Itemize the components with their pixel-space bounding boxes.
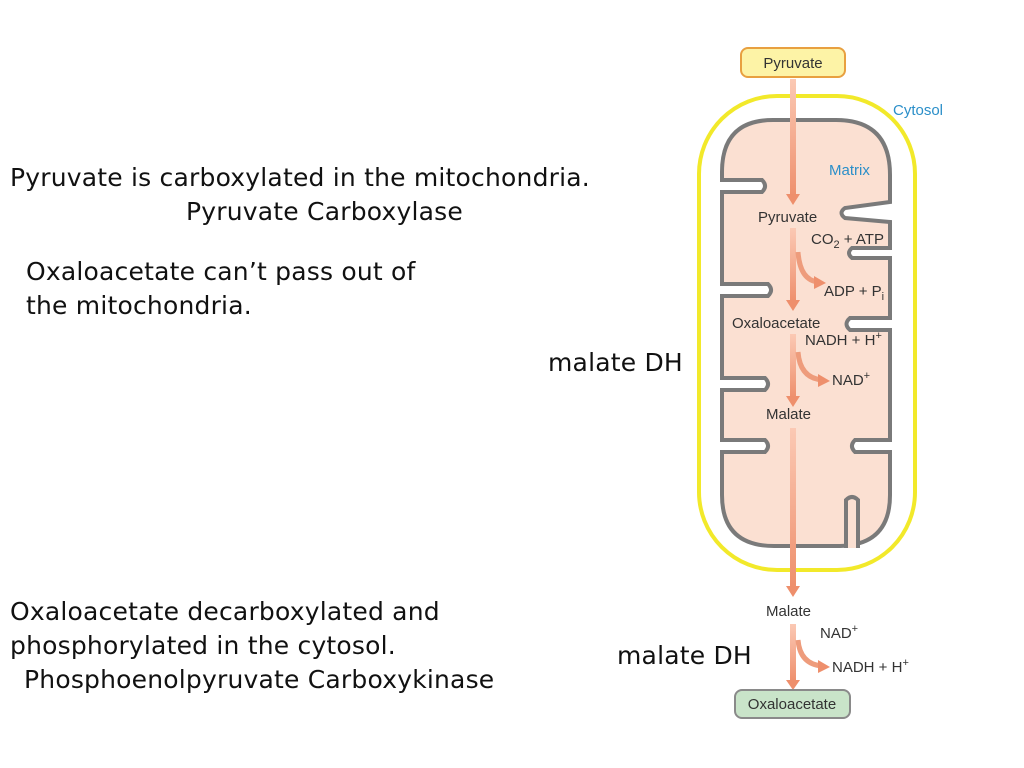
enzyme-pepck: Phosphoenolpyruvate Carboxykinase: [24, 665, 495, 694]
pyruvate-box: [740, 47, 846, 78]
statement-oxaloacetate-line1: Oxaloacetate can’t pass out of: [26, 257, 416, 286]
statement-decarboxylated-line2: phosphorylated in the cytosol.: [10, 631, 396, 660]
arrow-shaft-2: [790, 228, 796, 302]
branch-arrowhead-1: [814, 276, 826, 289]
arrow-shaft-5: [790, 624, 796, 682]
arrow-head-1: [786, 194, 800, 205]
statement-decarboxylated-line1: Oxaloacetate decarboxylated and: [10, 597, 440, 626]
arrow-shaft-3: [790, 334, 796, 398]
oxaloacetate-box: [734, 689, 851, 719]
oxaloacetate-inner-label: Oxaloacetate: [732, 315, 820, 332]
co2-atp-label: CO2 + ATP: [811, 231, 884, 251]
branch-arrowhead-3: [818, 660, 830, 673]
arrow-shaft-4: [790, 428, 796, 588]
pyruvate-inner-label: Pyruvate: [758, 209, 817, 226]
oxaloacetate-box-label: Oxaloacetate: [748, 696, 836, 713]
nad-matrix-label: NAD+: [832, 370, 870, 389]
matrix-label: Matrix: [829, 162, 870, 179]
arrow-head-3: [786, 396, 800, 407]
arrow-shaft-1: [790, 79, 796, 197]
arrow-head-4: [786, 586, 800, 597]
nadh-matrix-label: NADH + H+: [805, 330, 882, 349]
nadh-cytosol-label: NADH + H+: [832, 657, 909, 676]
malate-outer-label: Malate: [766, 603, 811, 620]
statement-oxaloacetate-line2: the mitochondria.: [26, 291, 252, 320]
cytosol-label: Cytosol: [893, 102, 943, 119]
nad-cytosol-label: NAD+: [820, 623, 858, 642]
branch-arrowhead-2: [818, 374, 830, 387]
crista-bottom-notch: [844, 495, 860, 548]
enzyme-pyruvate-carboxylase: Pyruvate Carboxylase: [186, 197, 463, 226]
inner-membrane: [720, 118, 892, 548]
pyruvate-box-label: Pyruvate: [763, 55, 822, 72]
malate-inner-label: Malate: [766, 406, 811, 423]
adp-pi-label: ADP + Pi: [824, 283, 884, 303]
enzyme-malate-dh-cytosol: malate DH: [617, 641, 752, 670]
arrow-head-5: [786, 680, 800, 690]
statement-pyruvate-carboxylated: Pyruvate is carboxylated in the mitochon…: [10, 163, 590, 192]
arrow-head-2: [786, 300, 800, 311]
enzyme-malate-dh-matrix: malate DH: [548, 348, 683, 377]
